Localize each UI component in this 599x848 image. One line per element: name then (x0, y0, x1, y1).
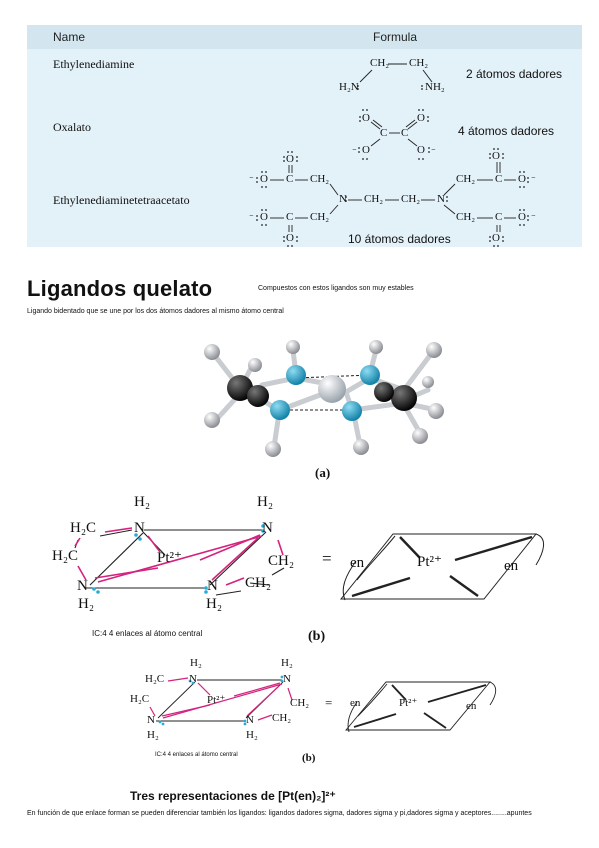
large-h2c-2: H₂C (52, 548, 79, 564)
edta-o-bot-right: O (492, 232, 500, 244)
large-h2-top-left: H₂ (134, 494, 151, 510)
table-header (27, 25, 582, 49)
row-name-oxalato: Oxalato (53, 120, 91, 134)
svg-text:⁻: ⁻ (531, 212, 536, 222)
footer-note: En función de que enlace forman se puede… (27, 810, 532, 817)
edta-c-left-2: C (286, 211, 294, 223)
donors-oxalato: 4 átomos dadores (458, 124, 555, 138)
en-nh2: NH₂ (425, 81, 445, 93)
en-ch2-right: CH₂ (409, 57, 429, 69)
edta-c-left-1: C (286, 173, 294, 185)
edta-c-right-2: C (495, 211, 503, 223)
large-en-right: en (504, 558, 519, 574)
donors-edta: 10 átomos dadores (348, 232, 451, 246)
large-h2c-1: H₂C (70, 520, 97, 536)
large-h2-bot-right: H₂ (206, 596, 223, 612)
ligand-table (27, 25, 582, 247)
large-pt-simplified: Pt²⁺ (417, 554, 442, 570)
edta-o-top-left: O (286, 153, 294, 165)
row-name-ethylenediamine: Ethylenediamine (53, 57, 135, 71)
large-en-left: en (350, 555, 365, 571)
ic-note-small: IC:4 4 enlaces al átomo central (155, 752, 238, 758)
large-equals: = (322, 549, 332, 568)
ox-c-left: C (380, 127, 388, 139)
ox-o-botleft: O (362, 144, 370, 156)
large-h2-bot-left: H₂ (78, 596, 95, 612)
section-title: Ligandos quelato (27, 276, 213, 301)
edta-o-left-1: O (260, 173, 268, 185)
ox-o-topleft: O (362, 112, 370, 124)
caption-b-large: (b) (308, 629, 326, 644)
three-representations-heading: Tres representaciones de [Pt(en)₂]²⁺ (130, 789, 336, 803)
small-h2-top-right: H₂ (281, 657, 293, 669)
small-pt: Pt²⁺ (207, 694, 226, 706)
small-h2-bot-right: H₂ (246, 729, 258, 741)
edta-ch2-mid-2: CH₂ (401, 193, 421, 205)
large-n-bot-right: N (207, 578, 218, 594)
caption-b-small: (b) (302, 752, 316, 764)
small-equals: = (325, 695, 333, 710)
small-h2c-1: H₂C (145, 673, 165, 685)
edta-c-right-1: C (495, 173, 503, 185)
small-en-left: en (350, 697, 361, 709)
large-ch2-1: CH₂ (268, 553, 295, 569)
edta-n-left: N (339, 193, 347, 205)
edta-n-right: N (437, 193, 445, 205)
svg-text:⁻: ⁻ (352, 146, 357, 156)
large-ch2-2: CH₂ (245, 575, 272, 591)
donors-ethylenediamine: 2 átomos dadores (466, 67, 563, 81)
edta-o-right-2: O (518, 211, 526, 223)
small-h2-bot-left: H₂ (147, 729, 159, 741)
large-n-top-right: N (262, 520, 273, 536)
edta-o-bot-left: O (286, 232, 294, 244)
small-ch2-1: CH₂ (290, 697, 310, 709)
small-n-bot-left: N (147, 714, 155, 726)
small-h2-top-left: H₂ (190, 657, 202, 669)
edta-ch2-left-2: CH₂ (310, 211, 330, 223)
svg-text:⁻: ⁻ (249, 212, 254, 222)
svg-text:⁻: ⁻ (531, 174, 536, 184)
header-formula: Formula (373, 30, 418, 44)
edta-o-left-2: O (260, 211, 268, 223)
small-en-right: en (466, 700, 477, 712)
ox-o-botright: O (417, 144, 425, 156)
row-name-edta: Ethylenediaminetetraacetato (53, 193, 190, 207)
large-n-bot-left: N (77, 578, 88, 594)
edta-o-right-1: O (518, 173, 526, 185)
small-pt-simplified: Pt²⁺ (399, 697, 418, 709)
small-n-top-right: N (283, 673, 291, 685)
en-ch2-left: CH₂ (370, 57, 390, 69)
edta-ch2-left-1: CH₂ (310, 173, 330, 185)
edta-ch2-right-1: CH₂ (456, 173, 476, 185)
large-pt: Pt²⁺ (157, 550, 182, 566)
ic-note-large: IC:4 4 enlaces al átomo central (92, 629, 203, 638)
caption-a: (a) (315, 465, 331, 480)
edta-ch2-right-2: CH₂ (456, 211, 476, 223)
en-h2n: H₂N (339, 81, 359, 93)
small-h2c-2: H₂C (130, 693, 150, 705)
large-h2-top-right: H₂ (257, 494, 274, 510)
small-n-bot-right: N (246, 714, 254, 726)
large-n-top-left: N (134, 520, 145, 536)
edta-ch2-mid-1: CH₂ (364, 193, 384, 205)
small-ch2-2: CH₂ (272, 712, 292, 724)
section-title-note: Compuestos con estos ligandos son muy es… (258, 285, 414, 292)
svg-text:⁻: ⁻ (431, 146, 436, 156)
small-n-top-left: N (189, 673, 197, 685)
header-name: Name (53, 30, 86, 44)
ox-c-right: C (401, 127, 409, 139)
ox-o-topright: O (417, 112, 425, 124)
edta-o-top-right: O (492, 150, 500, 162)
section-subtitle: Ligando bidentado que se une por los dos… (27, 308, 284, 315)
svg-text:⁻: ⁻ (249, 174, 254, 184)
